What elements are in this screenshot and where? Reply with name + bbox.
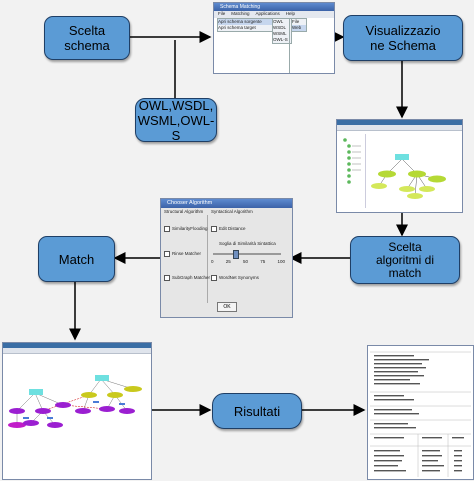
schema-window-submenu: OWL WSDL WSML OWL-S xyxy=(272,18,292,44)
match-graph-screenshot xyxy=(2,342,152,480)
node-owl-formats: OWL,WSDL, WSML,OWL-S xyxy=(135,98,217,143)
schema-tree-panel xyxy=(339,134,366,208)
checkbox-icon[interactable] xyxy=(211,275,217,281)
node-scelta-schema: Scelta schema xyxy=(44,16,130,60)
checkbox-icon[interactable] xyxy=(211,226,217,232)
results-table xyxy=(370,351,471,477)
schema-graph-screenshot xyxy=(336,119,463,213)
node-scelta-algoritmi: Scelta algoritmi di match xyxy=(350,236,460,284)
structural-option-2[interactable]: Rinse Matcher xyxy=(164,251,201,257)
node-match: Match xyxy=(38,236,115,282)
checkbox-icon[interactable] xyxy=(164,275,170,281)
checkbox-icon[interactable] xyxy=(164,251,170,257)
schema-graph-canvas xyxy=(371,154,446,199)
schema-tree xyxy=(343,138,361,184)
structural-header: Structural Algorithm xyxy=(164,209,204,214)
chooser-dialog: Chooser Algorithm Structural Algorithm S… xyxy=(160,198,293,318)
schema-window-divider xyxy=(289,18,290,73)
syntactical-option-1[interactable]: Edit Distance xyxy=(211,226,246,232)
node-risultati: Risultati xyxy=(212,393,302,429)
node-visualizzazione-schema: Visualizzazio ne Schema xyxy=(343,15,463,61)
schema-window-title: Schema Matching xyxy=(214,3,334,11)
syntactical-header: Syntactical Algorithm xyxy=(211,209,253,214)
schema-window-submenu-2: File Web xyxy=(291,18,307,32)
checkbox-icon[interactable] xyxy=(164,226,170,232)
structural-option-3[interactable]: SubGraph Matcher xyxy=(164,275,210,281)
results-table-screenshot xyxy=(367,345,474,480)
schema-window-menubar: File Matching Applications Help xyxy=(214,11,334,18)
threshold-slider[interactable] xyxy=(213,253,281,255)
structural-option-1[interactable]: SimilarityFlooding xyxy=(164,226,208,232)
slider-thumb[interactable] xyxy=(233,250,239,259)
syntactical-option-2[interactable]: WordNet Synonyms xyxy=(211,275,259,281)
match-graph-canvas xyxy=(8,375,142,428)
ok-button[interactable]: OK xyxy=(217,302,237,312)
schema-window-dropdown: Apri schema sorgente Apri schema target xyxy=(217,18,274,32)
threshold-label: Soglia di Similarità Sintattica xyxy=(219,241,276,246)
slider-ticks: 0 25 50 75 100 xyxy=(211,259,285,264)
schema-window-screenshot: Schema Matching File Matching Applicatio… xyxy=(213,2,335,74)
chooser-title: Chooser Algorithm xyxy=(161,199,292,208)
